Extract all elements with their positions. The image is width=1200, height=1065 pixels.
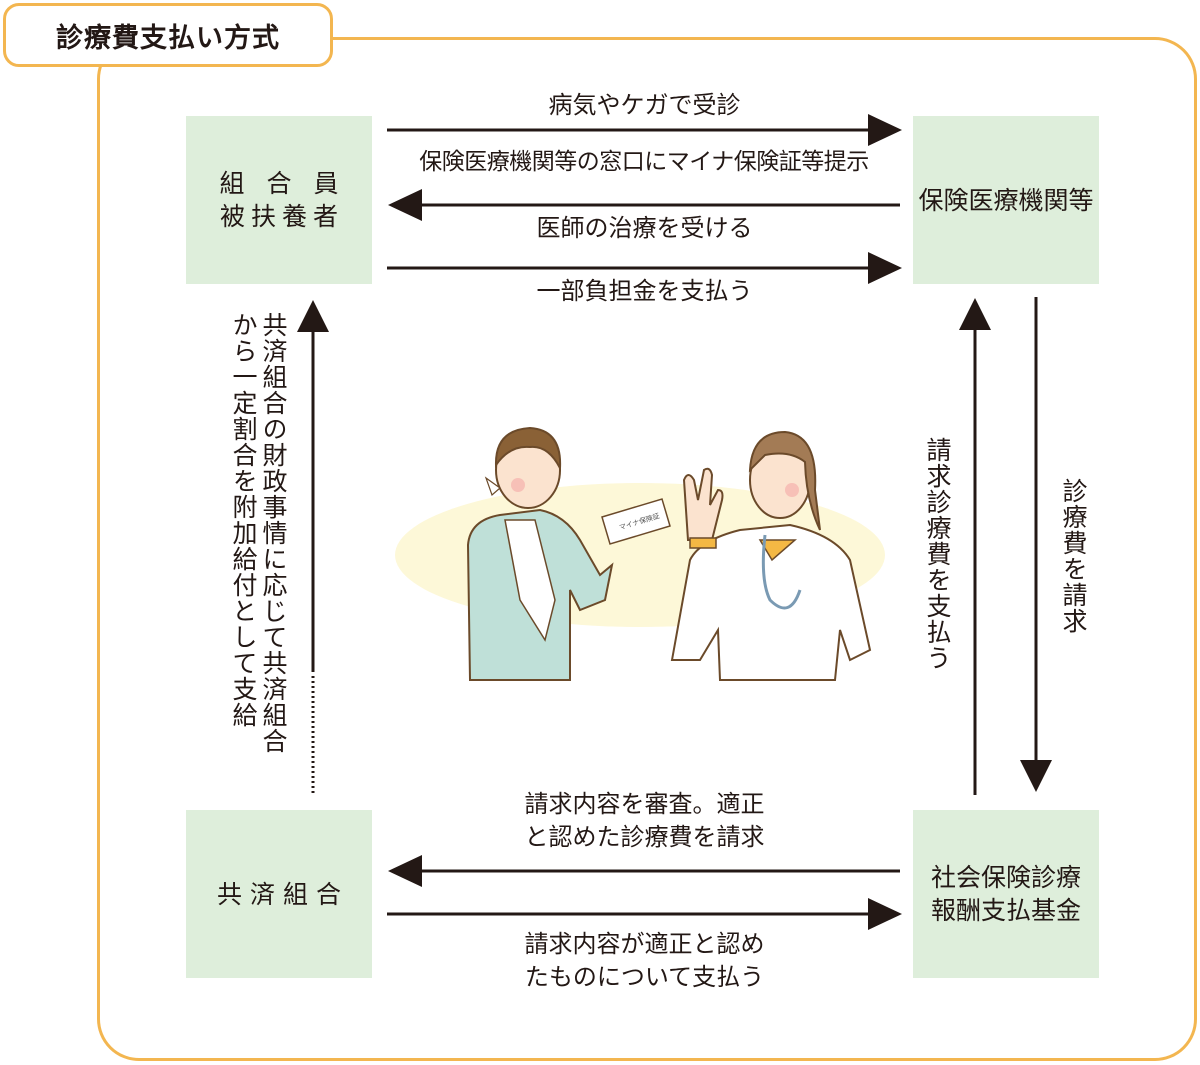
- label-review-line1: 請求内容を審査。適正: [524, 790, 765, 818]
- arrow-review-claim: [388, 855, 900, 887]
- arrow-bill-fee: [1020, 297, 1052, 792]
- label-additional-benefit-line1: 共済組合の財政事情に応じて共済組合: [259, 312, 288, 754]
- label-present-card: 保険医療機関等の窓口にマイナ保険証等提示: [419, 149, 869, 175]
- doctor-figure: [670, 430, 872, 681]
- diagram-title: 診療費支払い方式: [56, 22, 280, 54]
- node-member-line1: 組合員: [219, 169, 361, 198]
- node-member: 組合員 被扶養者: [186, 116, 372, 284]
- label-payment: 請求内容が適正と認め たものについて支払う: [387, 928, 902, 994]
- label-payment-line1: 請求内容が適正と認め: [524, 930, 765, 958]
- label-review-line2: と認めた診療費を請求: [524, 823, 765, 851]
- label-payment-line2: たものについて支払う: [524, 963, 765, 991]
- label-additional-benefit: 共済組合の財政事情に応じて共済組合 から一定割合を附加給付として支給: [226, 312, 288, 782]
- illustration: マイナ保険証: [395, 426, 885, 681]
- diagram-frame: [97, 37, 1197, 1061]
- node-mutual-aid-label: 共済組合: [216, 879, 349, 909]
- node-fund-line1: 社会保険診療: [930, 863, 1081, 892]
- patient-figure: [466, 426, 614, 681]
- arrow-payment: [387, 898, 902, 930]
- arrow-pay-billed-fee: [959, 298, 991, 795]
- label-pay-billed-fee: 請求診療費を支払う: [923, 437, 952, 671]
- label-receive-treatment: 医師の治療を受ける: [536, 214, 753, 242]
- label-additional-benefit-line2: から一定割合を附加給付として支給: [229, 312, 258, 728]
- label-visit: 病気やケガで受診: [548, 91, 741, 119]
- arrow-visit: [387, 114, 902, 146]
- insurance-card: マイナ保険証: [601, 498, 671, 545]
- arrow-copay: [387, 252, 902, 284]
- title-box: 診療費支払い方式: [3, 3, 333, 67]
- node-mutual-aid: 共済組合: [186, 810, 372, 978]
- label-copay: 一部負担金を支払う: [536, 277, 753, 305]
- arrow-additional-benefit: [297, 300, 329, 795]
- arrow-treatment: [388, 189, 900, 221]
- node-fund-line2: 報酬支払基金: [930, 896, 1081, 925]
- node-medical-institution: 保険医療機関等: [913, 116, 1099, 284]
- node-fund: 社会保険診療 報酬支払基金: [913, 810, 1099, 978]
- node-member-line2: 被扶養者: [219, 202, 344, 231]
- label-bill-fee: 診療費を請求: [1059, 478, 1088, 634]
- label-review: 請求内容を審査。適正 と認めた診療費を請求: [387, 788, 902, 854]
- node-medical-institution-label: 保険医療機関等: [918, 185, 1094, 215]
